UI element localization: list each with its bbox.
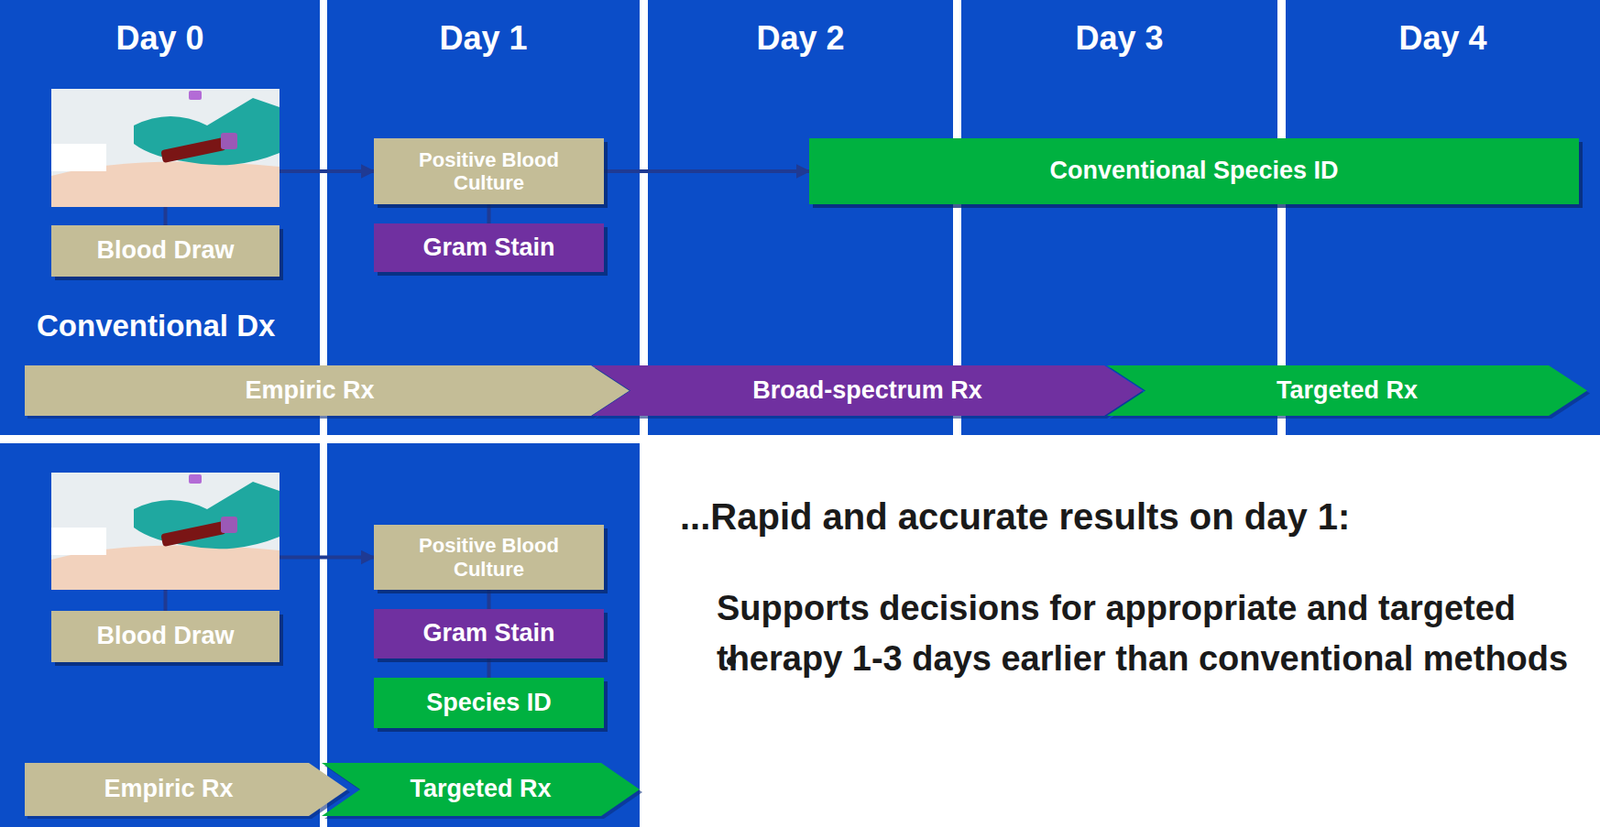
therapy-band: Broad-spectrum Rx xyxy=(591,365,1143,417)
therapy-band: Empiric Rx xyxy=(24,763,348,817)
node-text: Broad-spectrum Rx xyxy=(752,376,983,406)
blood-tube xyxy=(160,521,226,548)
tube-cap xyxy=(188,90,202,100)
node-text: Blood Draw xyxy=(96,236,234,265)
day-heading: Day 4 xyxy=(1285,18,1600,58)
glove xyxy=(133,482,280,549)
photo-ground xyxy=(51,472,280,591)
node-text: Targeted Rx xyxy=(1276,376,1418,406)
process-box: Positive Blood Culture xyxy=(373,525,604,591)
blood-draw-photo xyxy=(51,88,280,208)
node-text: Gram Stain xyxy=(422,619,555,648)
band-fill xyxy=(591,365,1143,417)
process-box: Gram Stain xyxy=(373,609,604,659)
node-text: Positive Blood Culture xyxy=(381,148,597,196)
therapy-band: Targeted Rx xyxy=(1106,365,1588,417)
node-text: Empiric Rx xyxy=(244,376,374,406)
band-fill xyxy=(1106,365,1588,417)
therapy-band: Targeted Rx xyxy=(321,763,640,817)
node-text: Positive Blood Culture xyxy=(381,534,597,581)
process-box: Species ID xyxy=(373,678,604,729)
node-text: Gram Stain xyxy=(422,233,555,263)
connector xyxy=(487,658,492,679)
blood-draw-photo xyxy=(51,472,280,591)
band-fill xyxy=(24,365,630,417)
glove xyxy=(133,98,280,165)
process-box: Conventional Species ID xyxy=(809,138,1579,205)
day-heading: Day 0 xyxy=(0,18,320,58)
node-text: Species ID xyxy=(426,689,552,718)
summary-heading: ...Rapid and accurate results on day 1: xyxy=(679,494,1597,539)
band-fill xyxy=(24,763,348,817)
tube-cap xyxy=(188,474,202,484)
node-text: Targeted Rx xyxy=(409,775,551,804)
day-heading: Day 1 xyxy=(327,18,640,58)
process-box: Positive Blood Culture xyxy=(373,138,604,205)
summary-bullet: Supports decisions for appropriate and t… xyxy=(716,583,1592,685)
tube-cap xyxy=(220,516,238,534)
process-box: Blood Draw xyxy=(51,611,280,663)
bandage xyxy=(51,143,107,172)
day-heading: Day 3 xyxy=(961,18,1278,58)
band-fill xyxy=(321,763,640,817)
day-heading: Day 2 xyxy=(647,18,954,58)
process-box: Gram Stain xyxy=(373,223,604,273)
section-label: Conventional Dx xyxy=(36,307,317,345)
node-text: Blood Draw xyxy=(96,622,234,651)
node-text: Empiric Rx xyxy=(103,775,233,804)
photo-ground xyxy=(51,88,280,208)
process-box: Blood Draw xyxy=(51,225,280,277)
connector xyxy=(487,590,492,610)
node-text: Conventional Species ID xyxy=(1049,156,1338,186)
connector xyxy=(603,169,810,174)
ground xyxy=(0,0,1600,436)
therapy-band: Empiric Rx xyxy=(24,365,630,417)
connector xyxy=(487,204,492,224)
tube-cap xyxy=(220,132,238,150)
blood-tube xyxy=(160,137,226,164)
bandage xyxy=(51,527,107,556)
